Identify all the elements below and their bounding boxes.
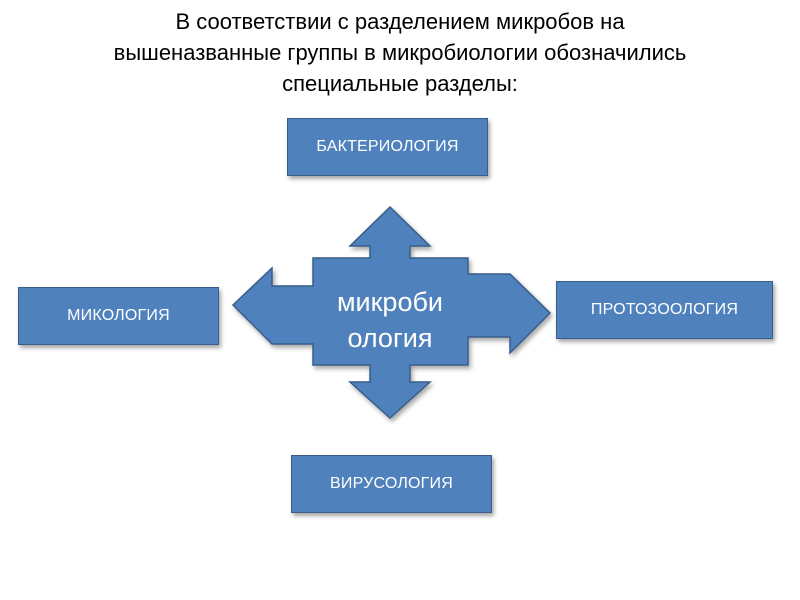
- bacteriology-label: БАКТЕРИОЛОГИЯ: [316, 138, 459, 155]
- mycology-box: МИКОЛОГИЯ: [18, 287, 219, 345]
- slide-title: В соответствии с разделением микробов на…: [0, 6, 800, 99]
- mycology-label: МИКОЛОГИЯ: [67, 307, 170, 324]
- protozoology-label: ПРОТОЗООЛОГИЯ: [590, 301, 739, 318]
- virology-box: ВИРУСОЛОГИЯ: [291, 455, 492, 513]
- center-label: микроби ология: [315, 270, 465, 370]
- bacteriology-box: БАКТЕРИОЛОГИЯ: [287, 118, 488, 176]
- quad-arrow-icon: [231, 205, 552, 420]
- slide-title-line-2: вышеназванные группы в микробиологии обо…: [113, 40, 687, 65]
- protozoology-box: ПРОТОЗООЛОГИЯ: [556, 281, 773, 339]
- center-label-line-2: ология: [347, 323, 433, 353]
- slide-title-line-1: В соответствии с разделением микробов на: [175, 9, 625, 34]
- virology-label: ВИРУСОЛОГИЯ: [330, 475, 453, 492]
- slide-title-line-3: специальные разделы:: [282, 71, 518, 96]
- center-label-line-1: микроби: [336, 287, 444, 317]
